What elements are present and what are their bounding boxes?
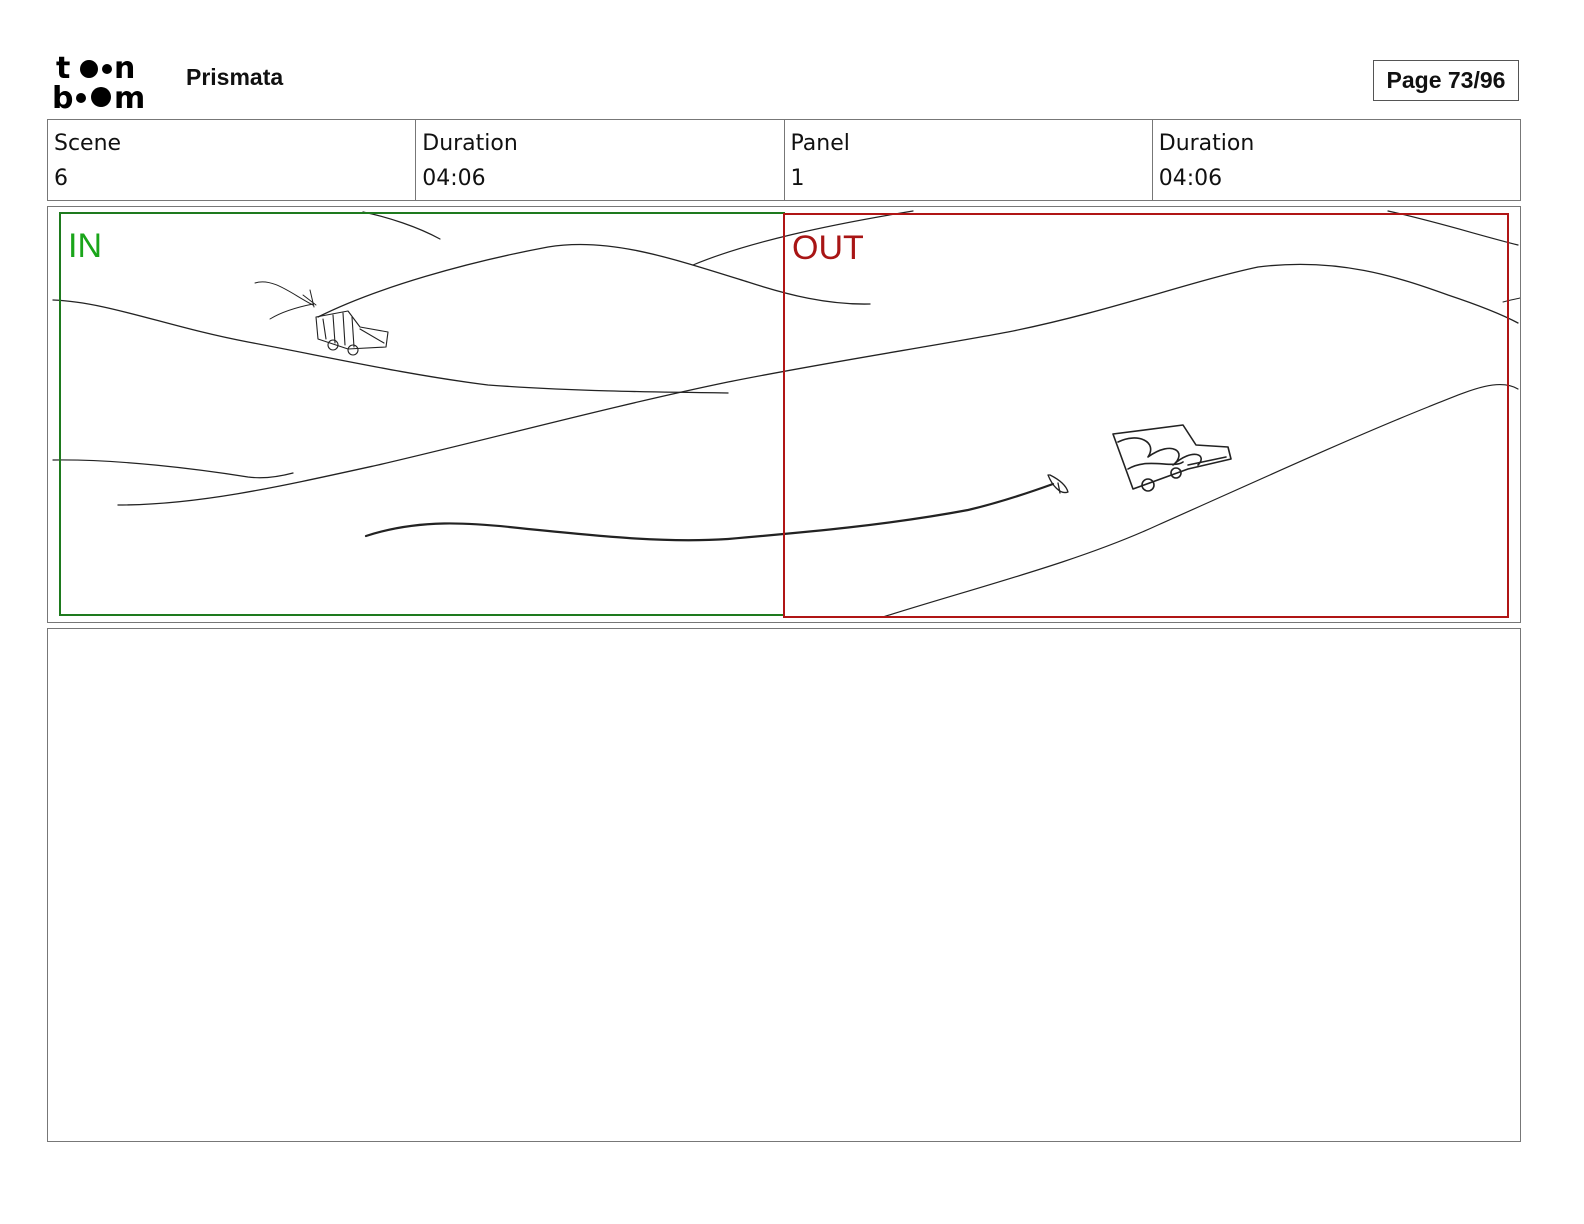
sketch-line xyxy=(117,263,1519,506)
out-label: OUT xyxy=(792,229,864,267)
panel-value: 1 xyxy=(790,166,805,191)
panel-cell: Panel 1 xyxy=(785,120,1153,200)
scene-duration-cell: Duration 04:06 xyxy=(416,120,785,200)
truck-sketch-small xyxy=(315,310,389,356)
sketch-line xyxy=(52,299,729,394)
svg-text:b: b xyxy=(52,81,73,112)
scene-duration-value: 04:06 xyxy=(422,166,486,191)
panel-label: Panel xyxy=(790,131,850,156)
out-frame xyxy=(783,213,1509,618)
sketch-line xyxy=(364,482,1055,542)
storyboard-panel[interactable]: IN OUT xyxy=(47,206,1521,623)
in-frame xyxy=(59,212,785,616)
panel-notes-area[interactable] xyxy=(47,628,1521,1142)
sketch-line xyxy=(52,459,294,479)
sketch-line xyxy=(254,281,317,308)
panel-duration-cell: Duration 04:06 xyxy=(1153,120,1520,200)
svg-text:m: m xyxy=(114,81,145,112)
panel-duration-value: 04:06 xyxy=(1158,166,1223,191)
scene-label: Scene xyxy=(54,131,122,156)
scene-value: 6 xyxy=(54,166,68,191)
project-title: Prismata xyxy=(186,64,284,90)
sketch-line xyxy=(692,210,914,266)
scene-cell: Scene 6 xyxy=(48,120,417,200)
truck-sketch-large xyxy=(1112,424,1232,492)
in-label: IN xyxy=(68,227,102,265)
sketch-line xyxy=(1387,210,1519,246)
scene-info-table: Scene 6 Duration 04:06 Panel 1 Duration … xyxy=(47,119,1521,201)
sketch-line xyxy=(362,211,441,240)
sketch-line xyxy=(269,303,314,320)
sketch-line xyxy=(882,383,1519,618)
toon-boom-logo: t n b m xyxy=(52,51,164,116)
sketch-line xyxy=(1047,474,1069,494)
scene-duration-label: Duration xyxy=(422,131,518,156)
svg-text:n: n xyxy=(114,52,135,86)
page-indicator: Page 73/96 xyxy=(1373,60,1519,101)
panel-duration-label: Duration xyxy=(1158,131,1255,156)
sketch-line xyxy=(317,243,871,318)
sketch-line xyxy=(1502,297,1520,303)
svg-text:t: t xyxy=(56,52,70,86)
